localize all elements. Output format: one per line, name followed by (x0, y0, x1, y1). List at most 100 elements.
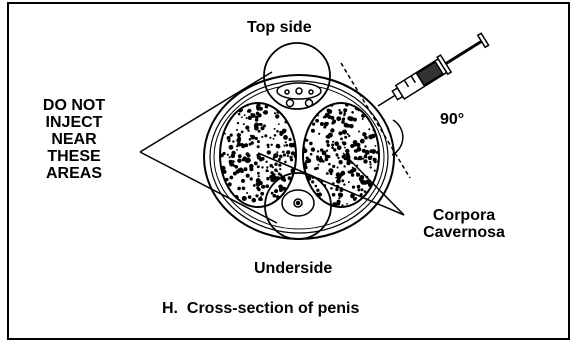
tissue-dot (237, 187, 241, 191)
tissue-dot (307, 177, 311, 181)
tissue-dot (244, 114, 246, 116)
tissue-dot (238, 154, 242, 158)
tissue-dot (232, 140, 234, 142)
tissue-dot (327, 144, 330, 147)
tissue-dot (341, 179, 344, 182)
tissue-dot (276, 144, 281, 149)
tissue-dot (348, 181, 350, 183)
tissue-dot (340, 171, 345, 176)
angle-label: 90° (440, 111, 464, 128)
tissue-dot (255, 194, 258, 197)
tissue-dot (354, 149, 358, 153)
tissue-dot (247, 155, 249, 157)
tissue-dot (249, 167, 253, 171)
tissue-dot (310, 153, 313, 156)
tissue-dot (245, 126, 249, 130)
tissue-dot (267, 150, 271, 154)
tissue-dot (337, 145, 340, 148)
tissue-dot (261, 136, 263, 138)
tissue-dot (241, 116, 243, 118)
tissue-dot (247, 130, 249, 132)
tissue-dot (267, 146, 269, 148)
tissue-dot (276, 151, 278, 153)
tissue-dot (279, 174, 281, 176)
tissue-dot (279, 168, 281, 170)
tissue-dot (346, 203, 348, 205)
tissue-dot (322, 160, 325, 163)
tissue-dot (356, 173, 360, 177)
tissue-dot (370, 163, 372, 165)
tissue-dot (344, 112, 346, 114)
tissue-dot (326, 172, 329, 175)
tissue-dot (225, 178, 229, 182)
tissue-dot (238, 113, 241, 116)
tissue-dot (237, 122, 239, 124)
tissue-dot (272, 166, 274, 168)
tissue-dot (261, 126, 265, 130)
tissue-dot (326, 150, 328, 152)
tissue-dot (257, 165, 260, 168)
tissue-dot (306, 157, 309, 160)
tissue-dot (238, 142, 240, 144)
tissue-dot (236, 149, 238, 151)
tissue-dot (246, 192, 248, 194)
tissue-dot (243, 123, 245, 125)
tissue-dot (275, 114, 279, 118)
warning-line: AREAS (18, 165, 130, 182)
corpora-label-line2: Cavernosa (409, 224, 519, 241)
tissue-dot (343, 183, 345, 185)
tissue-dot (223, 166, 225, 168)
tissue-dot (253, 184, 256, 187)
tissue-dot (229, 156, 231, 158)
tissue-dot (362, 132, 366, 136)
tissue-dot (278, 123, 280, 125)
tissue-dot (316, 155, 319, 158)
tissue-dot (254, 162, 256, 164)
tissue-dot (345, 109, 347, 111)
tissue-dot (338, 193, 341, 196)
tissue-dot (342, 130, 347, 135)
tissue-dot (248, 195, 252, 199)
tissue-dot (315, 185, 318, 188)
tissue-dot (311, 148, 313, 150)
tissue-dot (227, 136, 231, 140)
tissue-dot (330, 128, 334, 132)
tissue-dot (331, 147, 334, 150)
tissue-dot (320, 148, 323, 151)
tissue-dot (336, 154, 338, 156)
tissue-dot (336, 179, 341, 184)
tissue-dot (311, 180, 314, 183)
tissue-dot (289, 178, 292, 181)
tissue-dot (362, 158, 364, 160)
tissue-dot (269, 175, 273, 179)
tissue-dot (270, 179, 273, 182)
tissue-dot (284, 161, 287, 164)
tissue-dot (273, 194, 277, 198)
tissue-dot (320, 122, 324, 126)
tissue-dot (338, 131, 342, 135)
tissue-dot (330, 187, 333, 190)
tissue-dot (370, 156, 373, 159)
tissue-dot (317, 115, 319, 117)
corpora-label-line1: Corpora (409, 207, 519, 224)
tissue-dot (244, 167, 248, 171)
tissue-dot (368, 134, 373, 139)
tissue-dot (347, 133, 349, 135)
tissue-dot (254, 125, 256, 127)
tissue-dot (252, 198, 257, 203)
tissue-dot (246, 174, 250, 178)
tissue-dot (343, 165, 345, 167)
tissue-dot (370, 166, 372, 168)
tissue-dot (258, 175, 260, 177)
tissue-dot (257, 145, 260, 148)
tissue-dot (271, 144, 273, 146)
tissue-dot (247, 109, 251, 113)
top-side-label: Top side (247, 19, 312, 36)
tissue-dot (315, 119, 319, 123)
tissue-dot (333, 148, 336, 151)
tissue-dot (241, 109, 243, 111)
tissue-dot (251, 135, 256, 140)
tissue-dot (242, 158, 245, 161)
tissue-dot (292, 144, 295, 147)
tissue-dot (283, 145, 285, 147)
